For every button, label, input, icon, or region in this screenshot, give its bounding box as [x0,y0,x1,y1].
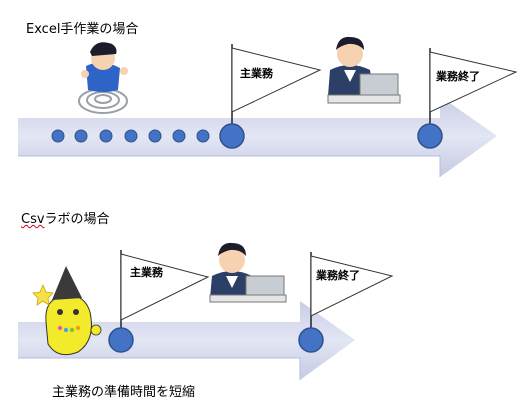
office-worker-illustration [327,36,401,104]
small-steps-excel [51,129,210,143]
flag-end-label: 業務終了 [435,69,480,83]
milestone-node [108,327,134,353]
timeline-arrow-csv [18,301,355,380]
flag-end-excel: 業務終了 [417,48,518,149]
step-dot [124,129,138,143]
excel-section-title: Excel手作業の場合 [26,22,139,37]
flag-main-label: 主業務 [240,66,274,80]
flag-main-csv: 主業務 [108,250,210,353]
flag-end-csv: 業務終了 [298,252,394,353]
step-dot [99,129,113,143]
flag-main-excel: 主業務 [219,44,322,149]
csv-title-suffix: ラボの場合 [44,212,110,227]
step-dot [148,129,162,143]
timeline-arrow-excel [18,96,497,177]
end-node [298,327,324,353]
step-dot [172,129,186,143]
office-worker-illustration [209,242,287,303]
flag-main-label: 主業務 [130,265,164,279]
mascot-illustration [32,266,102,356]
csv-word: Csv [21,212,45,227]
caption: 主業務の準備時間を短縮 [52,385,196,400]
step-dot [74,129,88,143]
milestone-node [219,123,245,149]
end-node [417,123,443,149]
step-dot [51,129,65,143]
running-man-illustration [78,42,128,114]
csv-section-title: Csvラボの場合 [21,208,110,227]
step-dot [196,129,210,143]
flag-end-label: 業務終了 [315,268,360,282]
